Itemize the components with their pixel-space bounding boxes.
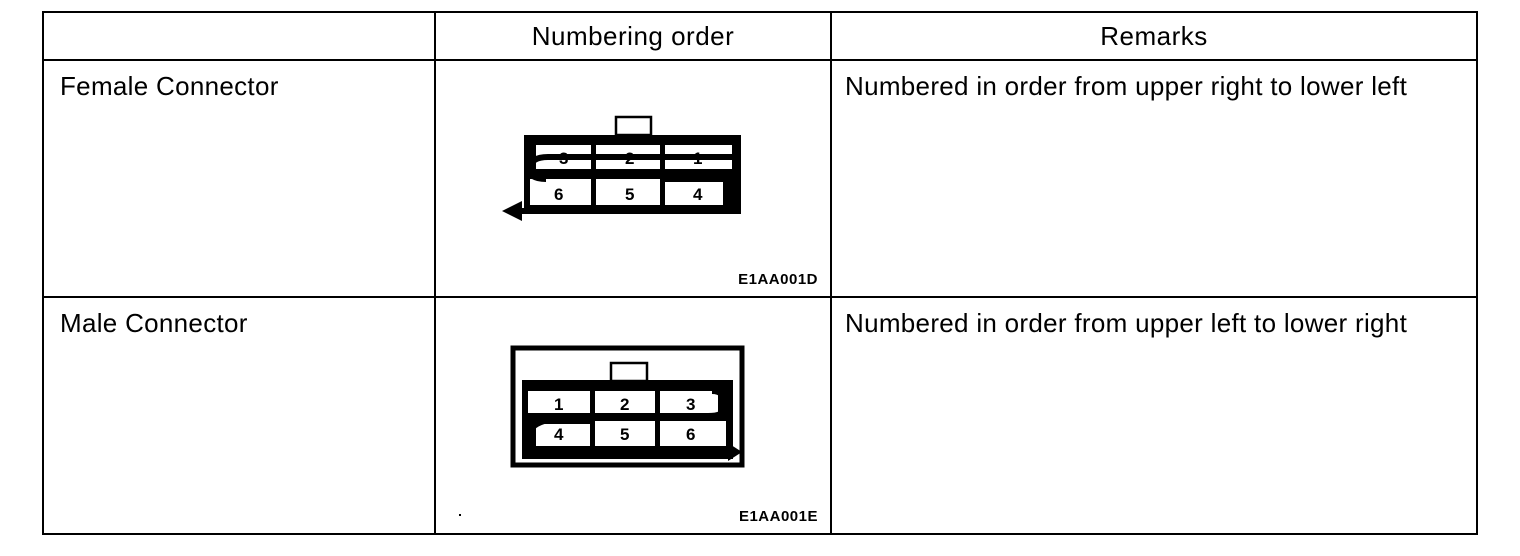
latch-tab bbox=[609, 361, 649, 383]
arrow-right-icon bbox=[728, 443, 742, 461]
table-row-female: Female Connector 3 bbox=[42, 59, 1478, 298]
pin-label-4: 4 bbox=[554, 425, 564, 444]
male-connector-diagram: 1 2 3 4 5 6 bbox=[510, 345, 745, 468]
order-path-curve-right bbox=[528, 388, 730, 419]
header-numbering-order: Numbering order bbox=[434, 11, 832, 61]
female-connector-diagram-cell: 3 2 1 6 5 4 E1AA001D bbox=[434, 59, 832, 298]
male-connector-remark: Numbered in order from upper left to low… bbox=[830, 296, 1478, 535]
figure-code: E1AA001D bbox=[738, 271, 818, 288]
pin-label-5: 5 bbox=[620, 425, 629, 444]
pin-label-3: 3 bbox=[686, 395, 695, 414]
header-row: Numbering order Remarks bbox=[42, 11, 1478, 61]
pin-cell bbox=[660, 391, 718, 416]
pin-label-3: 3 bbox=[559, 149, 568, 168]
pin-cell bbox=[595, 421, 655, 446]
pin-label-4: 4 bbox=[693, 185, 703, 204]
pin-cell bbox=[530, 179, 591, 205]
pin-label-2: 2 bbox=[625, 149, 634, 168]
pin-cell bbox=[536, 421, 590, 446]
pin-cell bbox=[665, 179, 723, 205]
pin-label-6: 6 bbox=[554, 185, 563, 204]
pin-label-5: 5 bbox=[625, 185, 634, 204]
pin-label-2: 2 bbox=[620, 395, 629, 414]
scan-speck bbox=[459, 514, 461, 516]
pin-cell bbox=[596, 179, 660, 205]
order-path-bottom bbox=[524, 418, 732, 455]
male-connector-label: Male Connector bbox=[42, 296, 436, 535]
header-remarks: Remarks bbox=[830, 11, 1478, 61]
order-path-curve-left bbox=[526, 154, 732, 182]
pin-cell bbox=[660, 421, 726, 446]
latch-tab bbox=[614, 115, 653, 137]
male-connector-diagram-cell: 1 2 3 4 5 6 E1AA001E bbox=[434, 296, 832, 535]
connector-numbering-table: Numbering order Remarks Female Connector bbox=[42, 11, 1478, 535]
pin-label-1: 1 bbox=[693, 149, 702, 168]
order-path-bottom bbox=[516, 176, 740, 214]
table-row-male: Male Connector bbox=[42, 296, 1478, 535]
pin-label-1: 1 bbox=[554, 395, 563, 414]
arrow-left-icon bbox=[502, 201, 522, 221]
female-connector-diagram: 3 2 1 6 5 4 bbox=[502, 115, 741, 221]
pin-cell bbox=[595, 391, 655, 416]
header-blank-cell bbox=[42, 11, 436, 61]
pin-label-6: 6 bbox=[686, 425, 695, 444]
female-connector-remark: Numbered in order from upper right to lo… bbox=[830, 59, 1478, 298]
figure-code: E1AA001E bbox=[738, 508, 818, 525]
female-connector-label: Female Connector bbox=[42, 59, 436, 298]
pin-cell bbox=[528, 391, 590, 416]
